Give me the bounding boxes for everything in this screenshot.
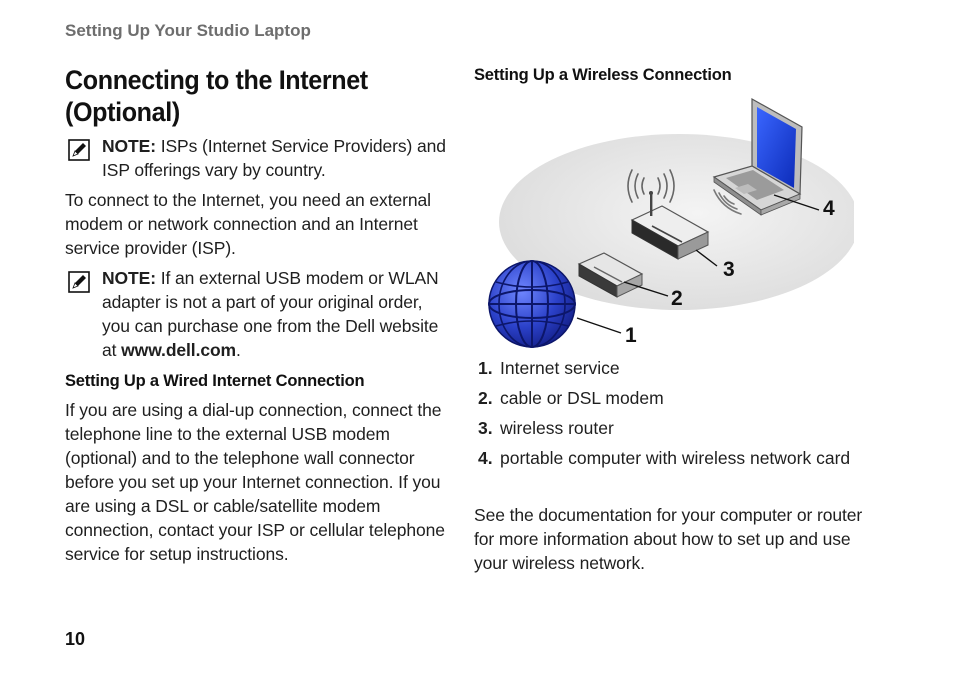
diagram-legend: 1.Internet service 2.cable or DSL modem … [478, 356, 858, 476]
legend-item: 4.portable computer with wireless networ… [478, 448, 851, 468]
wireless-network-illustration: 1 2 3 4 [488, 97, 854, 348]
wired-paragraph: If you are using a dial-up connection, c… [65, 400, 445, 564]
callout-3: 3 [723, 258, 735, 281]
note-modem: NOTE: If an external USB modem or WLAN a… [65, 266, 455, 362]
left-column: NOTE: ISPs (Internet Service Providers) … [65, 134, 455, 566]
pencil-note-icon [68, 139, 90, 161]
note-label: NOTE: [102, 136, 156, 156]
legend-item: 3.wireless router [478, 418, 614, 438]
modem-icon [577, 252, 644, 298]
callout-1: 1 [625, 324, 637, 347]
callout-4: 4 [823, 197, 835, 220]
note-label: NOTE: [102, 268, 156, 288]
router-icon [630, 191, 710, 260]
note-text: If an external USB modem or WLAN adapter… [102, 268, 439, 360]
dell-website-link[interactable]: www.dell.com [121, 340, 237, 360]
legend-item: 1.Internet service [478, 358, 620, 378]
note-text: ISPs (Internet Service Providers) and IS… [102, 136, 446, 180]
intro-paragraph: To connect to the Internet, you need an … [65, 190, 431, 258]
laptop-icon [712, 97, 803, 216]
wireless-heading: Setting Up a Wireless Connection [474, 66, 732, 84]
callout-leaders [576, 194, 820, 334]
wired-heading: Setting Up a Wired Internet Connection [65, 372, 365, 390]
wifi-signal-icon [713, 189, 742, 215]
right-column: Setting Up a Wireless Connection [474, 64, 874, 86]
pencil-note-icon [68, 271, 90, 293]
note-isp: NOTE: ISPs (Internet Service Providers) … [65, 134, 455, 182]
wifi-signal-icon [627, 169, 675, 203]
legend-item: 2.cable or DSL modem [478, 388, 664, 408]
globe-icon [488, 260, 576, 348]
page-title: Connecting to the Internet (Optional) [65, 65, 368, 127]
callout-2: 2 [671, 287, 683, 310]
closing-paragraph: See the documentation for your computer … [474, 505, 863, 573]
running-header: Setting Up Your Studio Laptop [65, 21, 311, 40]
page-number: 10 [65, 629, 86, 649]
